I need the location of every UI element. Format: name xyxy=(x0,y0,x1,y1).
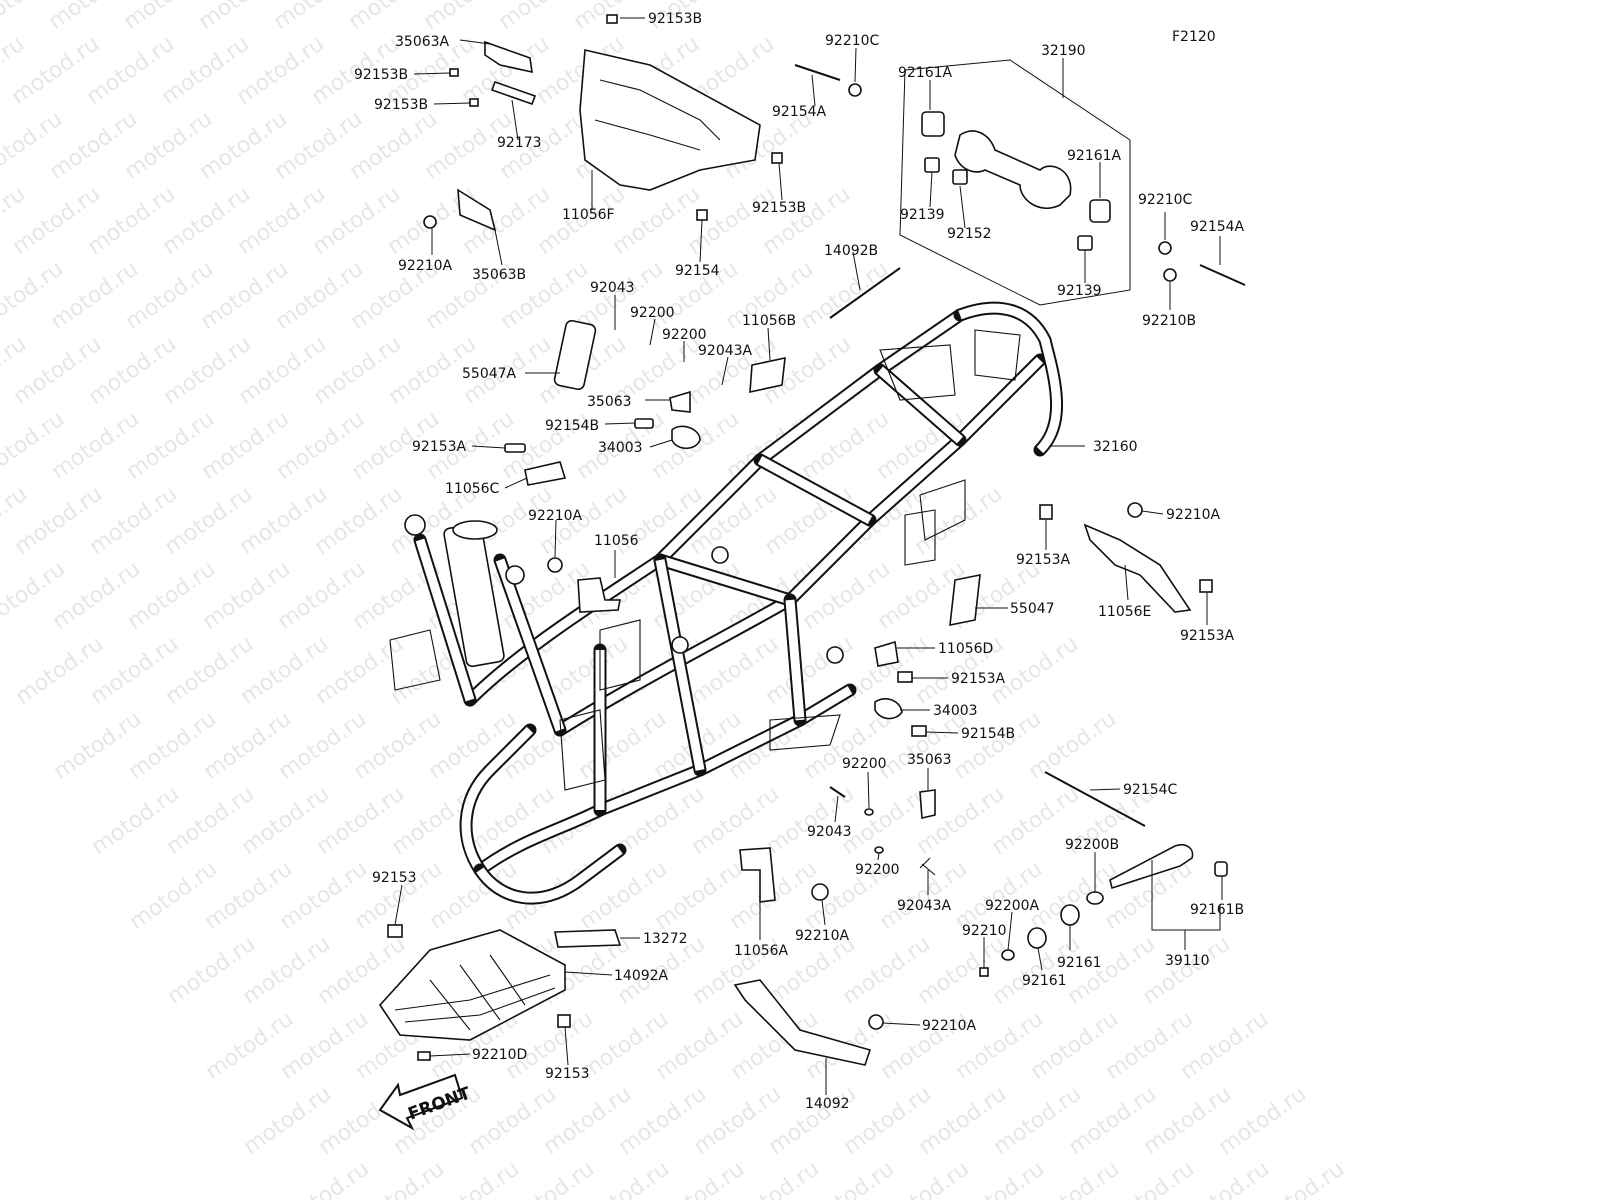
part-label: 92153B xyxy=(374,97,428,113)
part-label: 11056B xyxy=(742,313,796,329)
part-label: 92154B xyxy=(961,726,1015,742)
part-label: 34003 xyxy=(598,440,643,456)
part-label: 92043A xyxy=(897,898,952,914)
part-label: 92173 xyxy=(497,135,542,151)
part-label: 39110 xyxy=(1165,953,1210,969)
part-label: 92210C xyxy=(825,33,880,49)
part-label: 11056D xyxy=(938,641,993,657)
part-label: 32190 xyxy=(1041,43,1086,59)
part-label: 92153A xyxy=(951,671,1006,687)
part-label: 92161 xyxy=(1057,955,1102,971)
main-frame xyxy=(389,301,1064,905)
part-labels: 35063A 92153B 92153B 92153B 92173 11056F… xyxy=(354,11,1245,1112)
part-label: 32160 xyxy=(1093,439,1138,455)
part-label: 92210A xyxy=(922,1018,977,1034)
part-label: 92200 xyxy=(630,305,675,321)
part-label: 11056E xyxy=(1098,604,1151,620)
part-label: 92153A xyxy=(1180,628,1235,644)
part-label: 92043 xyxy=(807,824,852,840)
part-label: 13272 xyxy=(643,931,688,947)
part-label: 92161B xyxy=(1190,902,1244,918)
part-label: 11056 xyxy=(594,533,639,549)
part-label: 92152 xyxy=(947,226,992,242)
part-label: 92210A xyxy=(398,258,453,274)
small-parts xyxy=(378,14,1246,1066)
part-label: 92153A xyxy=(1016,552,1071,568)
part-label: 35063 xyxy=(907,752,952,768)
part-label: 92153B xyxy=(752,200,806,216)
part-label: 92153A xyxy=(412,439,467,455)
part-label: 92210C xyxy=(1138,192,1193,208)
part-label: 92200B xyxy=(1065,837,1119,853)
part-label: 92210 xyxy=(962,923,1007,939)
part-label: 11056C xyxy=(445,481,500,497)
part-label: 34003 xyxy=(933,703,978,719)
part-label: 92153B xyxy=(354,67,408,83)
part-label: 92210D xyxy=(472,1047,527,1063)
part-label: 92200 xyxy=(662,327,707,343)
part-label: 92161A xyxy=(898,65,953,81)
part-label: 92153B xyxy=(648,11,702,27)
watermark-text: motod.ru xyxy=(277,1157,374,1200)
diagram-code: F2120 xyxy=(1172,29,1216,45)
part-label: 92161A xyxy=(1067,148,1122,164)
part-label: 92154B xyxy=(545,418,599,434)
part-label: 35063B xyxy=(472,267,526,283)
part-label: 92154 xyxy=(675,263,720,279)
part-label: 92153 xyxy=(545,1066,590,1082)
part-label: 35063A xyxy=(395,34,450,50)
part-label: 92154C xyxy=(1123,782,1178,798)
part-label: 92200 xyxy=(842,756,887,772)
part-label: 92043 xyxy=(590,280,635,296)
part-label: 92200 xyxy=(855,862,900,878)
part-label: 11056F xyxy=(562,207,615,223)
part-label: 92161 xyxy=(1022,973,1067,989)
leader-lines xyxy=(394,17,1223,1095)
part-label: 92210A xyxy=(528,508,583,524)
part-label: 92139 xyxy=(900,207,945,223)
part-label: 92154A xyxy=(772,104,827,120)
part-label: 55047A xyxy=(462,366,517,382)
part-label: 55047 xyxy=(1010,601,1055,617)
part-label: 14092A xyxy=(614,968,669,984)
part-label: 11056A xyxy=(734,943,789,959)
part-label: 92210A xyxy=(795,928,850,944)
part-label: 92210A xyxy=(1166,507,1221,523)
part-label: 92139 xyxy=(1057,283,1102,299)
part-label: 92043A xyxy=(698,343,753,359)
part-label: 92153 xyxy=(372,870,417,886)
part-label: 35063 xyxy=(587,394,632,410)
part-label: 92210B xyxy=(1142,313,1196,329)
part-label: 14092 xyxy=(805,1096,850,1112)
part-label: 92154A xyxy=(1190,219,1245,235)
part-label: 92200A xyxy=(985,898,1040,914)
part-label: 14092B xyxy=(824,243,878,259)
